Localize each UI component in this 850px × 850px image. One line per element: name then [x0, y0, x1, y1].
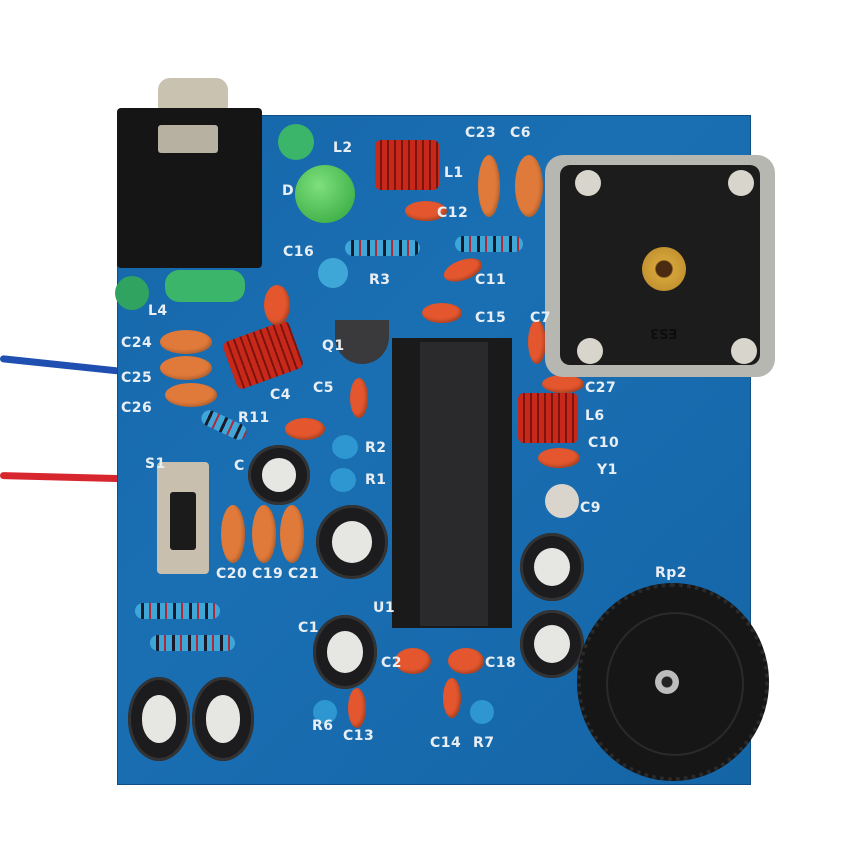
- inductor-L6: [518, 393, 578, 443]
- label-C20: C20: [216, 566, 248, 582]
- capacitor-C18: [448, 648, 484, 674]
- label-C24: C24: [121, 335, 153, 351]
- label-C3: C: [234, 458, 245, 474]
- inductor-L4: [165, 270, 245, 302]
- screw-icon: [577, 338, 603, 364]
- capacitor-C16: [264, 285, 290, 325]
- resistor-right: [455, 236, 523, 252]
- capacitor-C2: [395, 648, 431, 674]
- label-C10: C10: [588, 435, 620, 451]
- capacitor-C15: [422, 303, 462, 323]
- resistor-R3-a: [345, 240, 420, 256]
- capacitor-C5: [350, 378, 368, 418]
- jack-contact: [158, 125, 218, 153]
- electrolytic-cap-right-1: [520, 533, 584, 601]
- slide-switch-knob[interactable]: [170, 492, 196, 550]
- label-C19: C19: [252, 566, 284, 582]
- label-C15: C15: [475, 310, 507, 326]
- capacitor-C23: [478, 155, 500, 217]
- crystal-Y1: [545, 484, 579, 518]
- tuning-shaft[interactable]: [642, 247, 686, 291]
- led-green: [295, 165, 355, 223]
- tuning-capacitor-marking: ES3: [650, 325, 678, 340]
- resistor-R2: [332, 435, 358, 459]
- label-C1: C1: [298, 620, 320, 636]
- label-C25: C25: [121, 370, 153, 386]
- label-L1: L1: [444, 165, 464, 181]
- electrolytic-cap-bottom-2: [192, 677, 254, 761]
- label-Rp2: Rp2: [655, 565, 688, 581]
- capacitor-C7: [528, 320, 546, 364]
- ic-U1-chip: [420, 342, 488, 626]
- capacitor-C4: [285, 418, 325, 440]
- electrolytic-cap-C1: [313, 615, 377, 689]
- label-C7: C7: [530, 310, 552, 326]
- label-C23: C23: [465, 125, 497, 141]
- resistor-bottom-1: [135, 603, 220, 619]
- electrolytic-cap-bottom-1: [128, 677, 190, 761]
- capacitor-C27: [542, 375, 584, 393]
- inductor-L2: [278, 124, 314, 160]
- label-C12: C12: [437, 205, 469, 221]
- label-R7: R7: [473, 735, 495, 751]
- capacitor-C6: [515, 155, 543, 217]
- label-Q1: Q1: [322, 338, 345, 354]
- capacitor-C24: [160, 330, 212, 354]
- label-R2: R2: [365, 440, 387, 456]
- volume-wheel-inner: [606, 612, 744, 756]
- inductor-L1: [375, 140, 439, 190]
- electrolytic-cap-right-2: [520, 610, 584, 678]
- label-L2: L2: [333, 140, 353, 156]
- label-D: D: [282, 183, 295, 199]
- capacitor-C12: [405, 201, 447, 221]
- transistor-Q1: [335, 320, 389, 364]
- label-C6: C6: [510, 125, 532, 141]
- label-Y1: Y1: [597, 462, 618, 478]
- label-C9: C9: [580, 500, 602, 516]
- resistor-bottom-2: [150, 635, 235, 651]
- capacitor-C26: [165, 383, 217, 407]
- label-C18: C18: [485, 655, 517, 671]
- label-C27: C27: [585, 380, 617, 396]
- capacitor-C10: [538, 448, 580, 468]
- electrolytic-cap-C3: [248, 445, 310, 505]
- label-R6: R6: [312, 718, 334, 734]
- screw-icon: [728, 170, 754, 196]
- resistor-R7: [470, 700, 494, 724]
- label-U1: U1: [373, 600, 396, 616]
- blue-wire: [0, 355, 120, 375]
- resistor-R3: [318, 258, 348, 288]
- capacitor-C25: [160, 356, 212, 380]
- headphone-jack: [158, 78, 228, 110]
- label-R3: R3: [369, 272, 391, 288]
- label-C16: C16: [283, 244, 315, 260]
- label-L6: L6: [585, 408, 605, 424]
- capacitor-C20: [221, 505, 245, 563]
- screw-icon: [575, 170, 601, 196]
- label-C13: C13: [343, 728, 375, 744]
- label-C14: C14: [430, 735, 462, 751]
- capacitor-C19: [252, 505, 276, 563]
- volume-wheel-hub: [655, 670, 679, 694]
- label-C5: C5: [313, 380, 335, 396]
- resistor-R1: [330, 468, 356, 492]
- label-C26: C26: [121, 400, 153, 416]
- inductor-L4-bead: [115, 276, 149, 310]
- label-C2: C2: [381, 655, 403, 671]
- label-R1: R1: [365, 472, 387, 488]
- red-wire: [0, 472, 121, 483]
- capacitor-C14: [443, 678, 461, 718]
- capacitor-C13: [348, 688, 366, 728]
- label-C11: C11: [475, 272, 507, 288]
- label-R11: R11: [238, 410, 270, 426]
- capacitor-C21: [280, 505, 304, 563]
- resistor-R6: [313, 700, 337, 724]
- label-S1: S1: [145, 456, 166, 472]
- label-L4: L4: [148, 303, 168, 319]
- screw-icon: [731, 338, 757, 364]
- electrolytic-cap-large: [316, 505, 388, 579]
- label-C21: C21: [288, 566, 320, 582]
- label-C4: C4: [270, 387, 292, 403]
